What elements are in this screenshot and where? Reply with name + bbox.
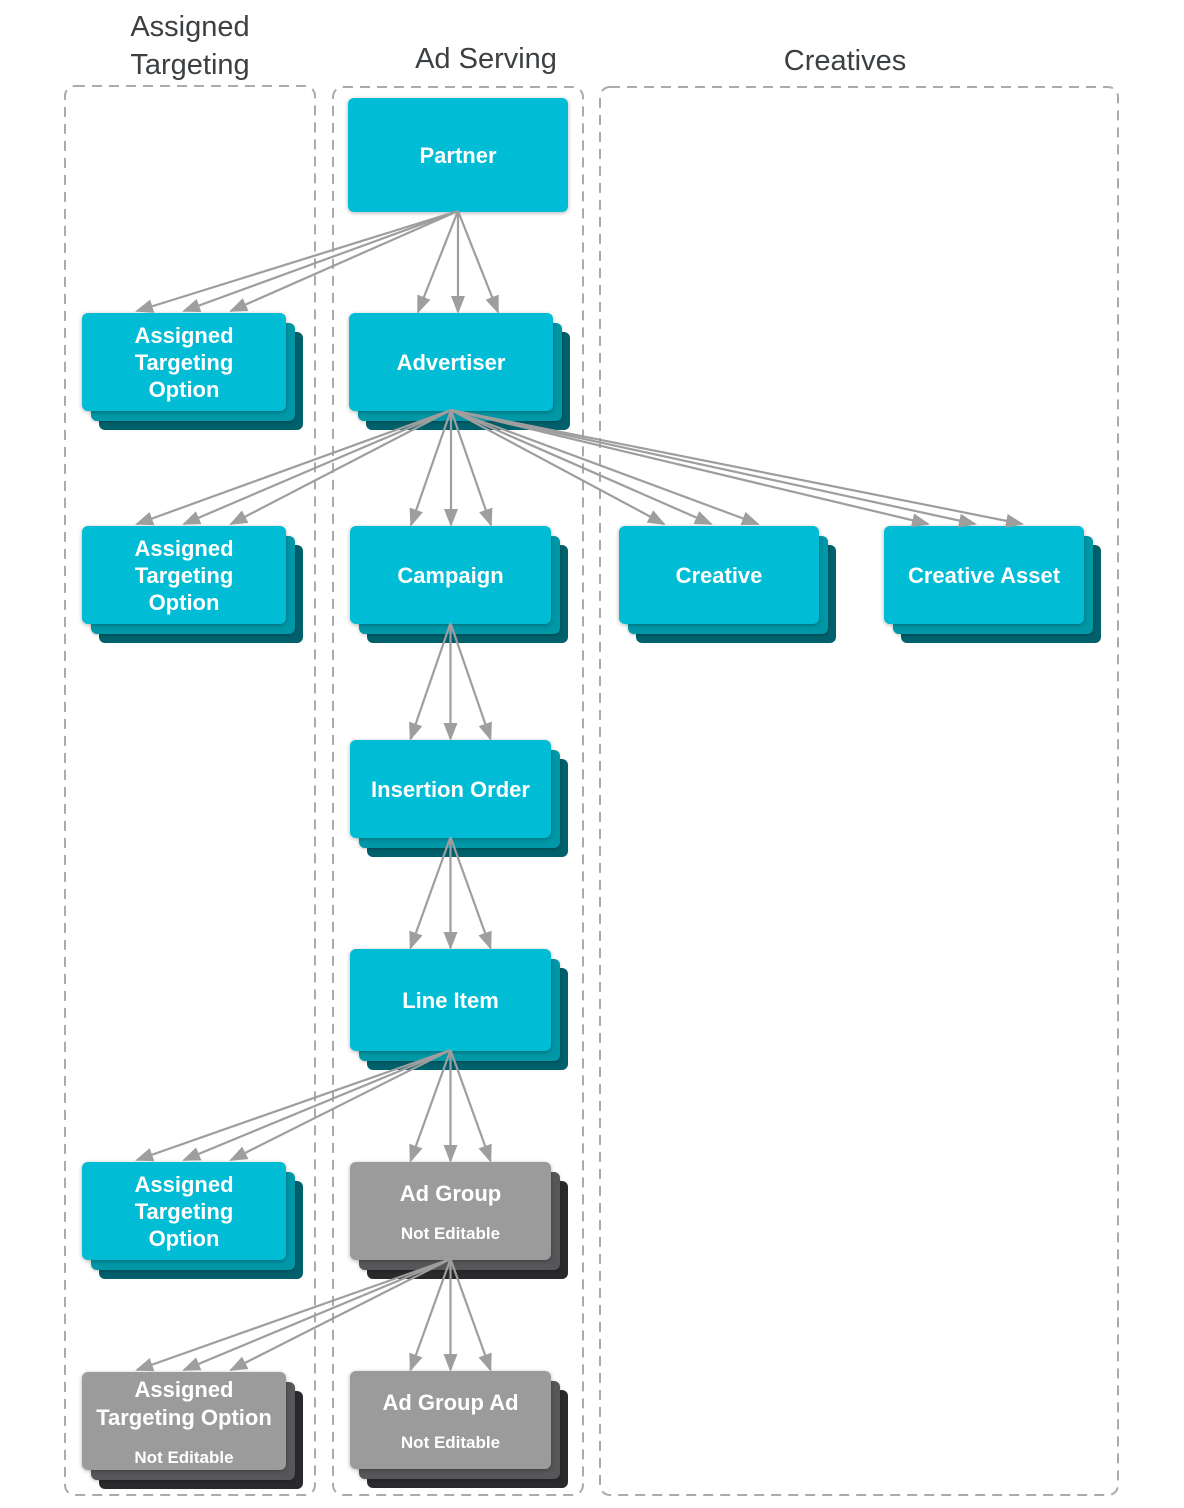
node-card: Campaign (350, 526, 551, 624)
node-sublabel: Not Editable (400, 1223, 501, 1243)
node-advertiser: Advertiser (349, 313, 570, 430)
heading-assigned-targeting: Assigned Targeting (130, 11, 250, 81)
node-sublabel: Not Editable (134, 1447, 234, 1467)
node-card: Assigned Targeting Option (82, 526, 286, 624)
arrow-partner-to-ato-1 (229, 209, 459, 313)
node-label: Line Item (402, 987, 499, 1013)
arrow-partner-to-advertiser (416, 210, 460, 314)
node-label: Ad Group (399, 1180, 502, 1206)
node-card: Insertion Order (350, 740, 551, 838)
arrow-partner-to-advertiser (456, 210, 500, 314)
node-label: Assigned Targeting Option (134, 1171, 234, 1251)
node-campaign: Campaign (350, 526, 568, 643)
node-ato-3: Assigned Targeting Option (82, 1162, 303, 1279)
node-label: Assigned Targeting Option (134, 322, 234, 402)
node-card: Assigned Targeting Option (82, 313, 286, 411)
assigned-targeting-column (64, 85, 316, 1496)
node-ato-2: Assigned Targeting Option (82, 526, 303, 643)
node-label: Creative (675, 562, 763, 588)
creatives-column (599, 86, 1119, 1496)
node-card: Creative Asset (884, 526, 1084, 624)
node-card: Partner (348, 98, 568, 212)
node-ad-group-ad: Ad Group Ad Not Editable (350, 1371, 568, 1488)
node-creative: Creative (619, 526, 836, 643)
heading-ad-serving: Ad Serving (415, 43, 557, 75)
node-card: Creative (619, 526, 819, 624)
node-label: Assigned Targeting Option (96, 1376, 272, 1430)
node-card: Ad Group Ad Not Editable (350, 1371, 551, 1469)
arrow-partner-to-ato-1 (135, 209, 459, 313)
node-label: Campaign (397, 562, 504, 588)
node-label: Partner (419, 142, 497, 168)
node-sublabel: Not Editable (400, 1432, 501, 1452)
arrow-partner-to-ato-1 (182, 209, 459, 313)
node-insertion-order: Insertion Order (350, 740, 568, 857)
node-label: Advertiser (396, 349, 506, 375)
node-card: Assigned Targeting Option (82, 1162, 286, 1260)
node-creative-asset: Creative Asset (884, 526, 1101, 643)
node-card: Line Item (350, 949, 551, 1051)
node-label: Ad Group Ad (382, 1389, 519, 1415)
column-boundaries (64, 85, 1119, 1496)
node-label: Assigned Targeting Option (134, 535, 234, 615)
node-ato-1: Assigned Targeting Option (82, 313, 303, 430)
heading-creatives: Creatives (783, 45, 907, 77)
node-card: Advertiser (349, 313, 553, 411)
node-label: Creative Asset (907, 562, 1061, 588)
node-partner: Partner (348, 98, 568, 212)
node-label: Insertion Order (371, 776, 530, 802)
node-line-item: Line Item (350, 949, 568, 1070)
